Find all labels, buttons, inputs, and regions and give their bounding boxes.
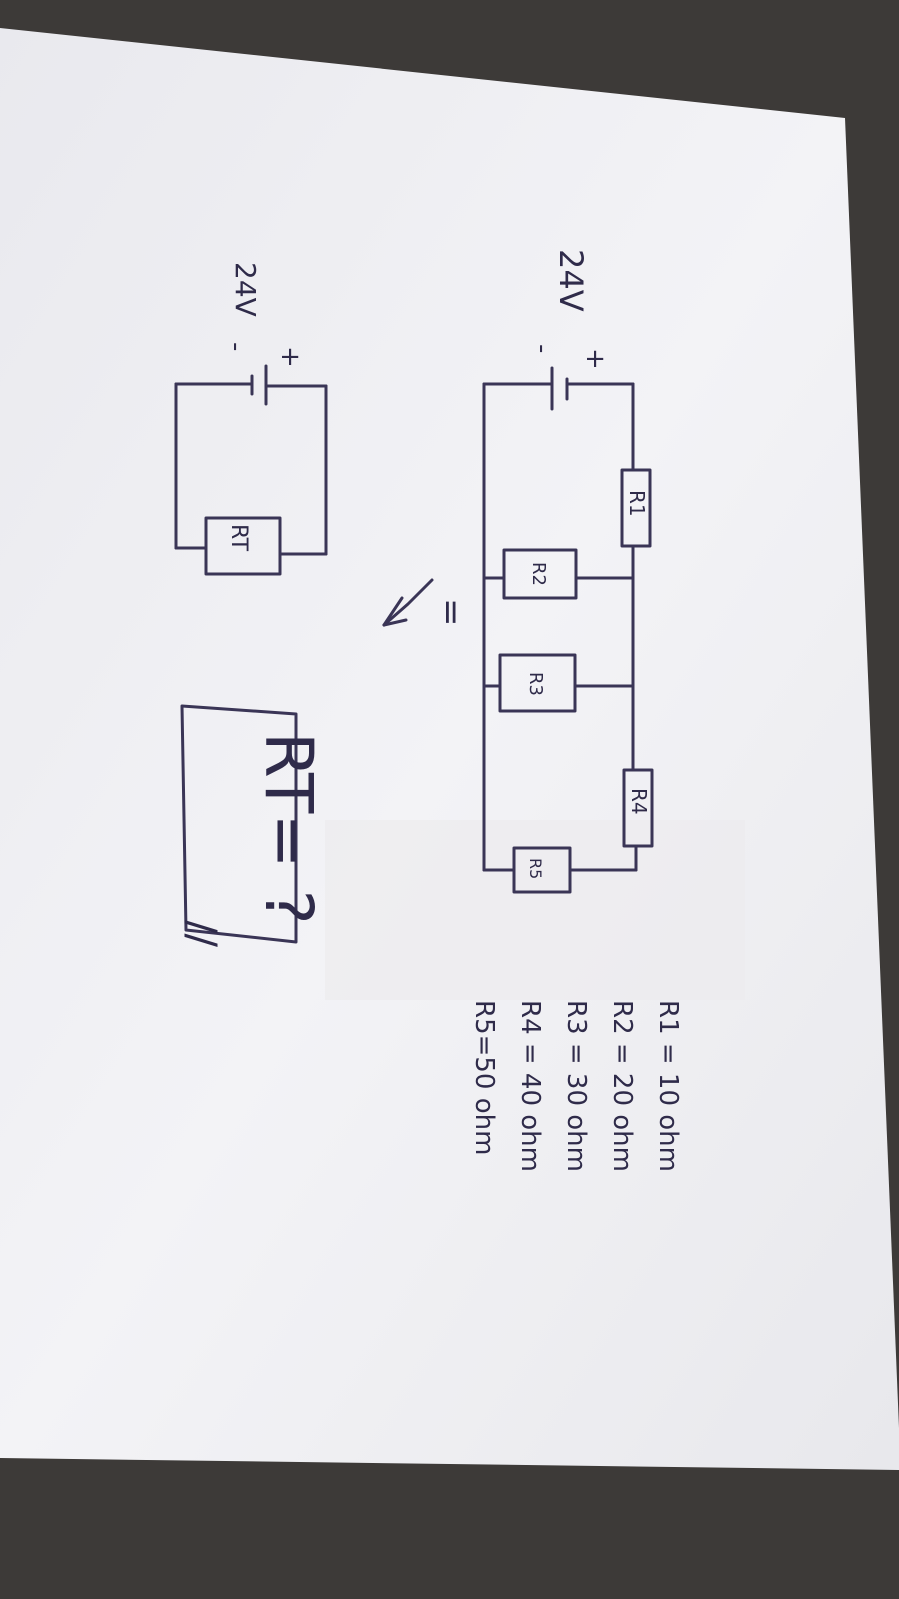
battery-symbol [482,366,635,411]
battery-minus-sign: - [527,344,557,353]
resistor-r4 [622,768,654,848]
resistor-r5 [512,846,572,894]
answer-box: RT= ? // [178,704,327,947]
equivalent-voltage-label: 24V [229,262,262,317]
resistor-r1-label: R1 [625,490,649,517]
resistor-rt-label: RT [226,524,251,552]
equivalence-sign: = [431,598,471,627]
value-r4: R4 = 40 ohm [515,1000,545,1172]
battery-voltage-label: 24V [552,249,590,312]
answer-marks: // [178,920,224,947]
resistor-r1 [620,468,652,548]
value-r2: R2 = 20 ohm [607,1000,637,1172]
equivalent-minus-sign: - [221,342,251,351]
value-r3: R3 = 30 ohm [561,1000,591,1172]
paper-sheet [0,28,899,1470]
resistor-r3-label: R3 [525,672,546,696]
paper-patch [325,820,745,1000]
battery-plus-sign: + [580,348,610,370]
resistor-r5-label: R5 [526,858,545,879]
main-circuit: + - 24V R1 R4 R2 R3 R5 [482,249,654,894]
resistor-rt [204,516,282,576]
equivalence-arrow: = [382,578,471,627]
resistor-r2 [502,548,578,600]
resistor-r2-label: R2 [528,562,549,586]
value-r1: R1 = 10 ohm [653,1000,683,1172]
resistor-r3 [498,653,577,713]
equivalent-circuit: RT + - 24V [174,262,328,576]
resistor-r4-label: R4 [627,788,651,815]
value-r5: R5=50 ohm [469,1000,499,1155]
answer-text: RT= ? [250,732,327,925]
resistor-values: R1 = 10 ohm R2 = 20 ohm R3 = 30 ohm R4 =… [469,1000,683,1172]
equivalent-plus-sign: + [275,346,305,368]
